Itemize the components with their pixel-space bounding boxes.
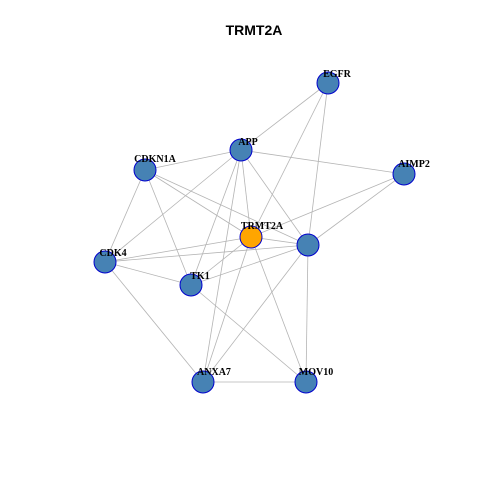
edge-trmt2a-cdk4 (104, 236, 252, 263)
edge-app-cdk4 (104, 149, 242, 263)
edges-layer (104, 82, 405, 383)
edge-trmt2a-anxa7 (202, 236, 252, 383)
node-label-mov10: MOV10 (299, 367, 333, 378)
node-label-aimp2: AIMP2 (398, 159, 430, 170)
edge-app-trmt2a (240, 149, 252, 238)
node-label-app: APP (238, 137, 257, 148)
node-unlabeled (296, 233, 320, 257)
edge-unlabeled-mov10 (305, 244, 309, 383)
node-aimp2 (392, 162, 416, 186)
node-app (229, 138, 253, 162)
edge-tk1-mov10 (190, 284, 307, 383)
node-tk1 (179, 273, 203, 297)
node-egfr (316, 71, 340, 95)
edge-cdk4-anxa7 (104, 261, 204, 383)
edge-egfr-trmt2a (250, 82, 329, 238)
node-label-tk1: TK1 (190, 271, 209, 282)
node-label-egfr: EGFR (323, 69, 352, 80)
edge-unlabeled-cdk4 (104, 244, 309, 263)
edge-app-unlabeled (240, 149, 309, 246)
nodes-layer (93, 71, 416, 394)
edge-cdkn1a-tk1 (144, 169, 192, 286)
node-label-anxa7: ANXA7 (197, 367, 231, 378)
node-mov10 (294, 370, 318, 394)
node-anxa7 (191, 370, 215, 394)
node-label-cdkn1a: CDKN1A (134, 154, 176, 165)
edge-aimp2-trmt2a (250, 173, 405, 238)
edge-cdk4-tk1 (104, 261, 192, 286)
edge-egfr-unlabeled (307, 82, 329, 246)
edge-aimp2-unlabeled (307, 173, 405, 246)
graph-title: TRMT2A (226, 22, 283, 38)
edge-egfr-app (240, 82, 329, 151)
node-cdkn1a (133, 158, 157, 182)
node-trmt2a (239, 225, 263, 249)
node-label-trmt2a: TRMT2A (241, 221, 284, 232)
node-cdk4 (93, 250, 117, 274)
edge-trmt2a-tk1 (190, 236, 252, 286)
node-label-cdk4: CDK4 (99, 248, 126, 259)
edge-cdkn1a-cdk4 (104, 169, 146, 263)
edge-app-aimp2 (240, 149, 405, 175)
edge-cdkn1a-trmt2a (144, 169, 252, 238)
edge-unlabeled-anxa7 (202, 244, 309, 383)
edge-app-cdkn1a (144, 149, 242, 171)
edge-app-anxa7 (202, 149, 242, 383)
edge-cdkn1a-unlabeled (144, 169, 309, 246)
edge-unlabeled-tk1 (190, 244, 309, 286)
edge-app-tk1 (190, 149, 242, 286)
